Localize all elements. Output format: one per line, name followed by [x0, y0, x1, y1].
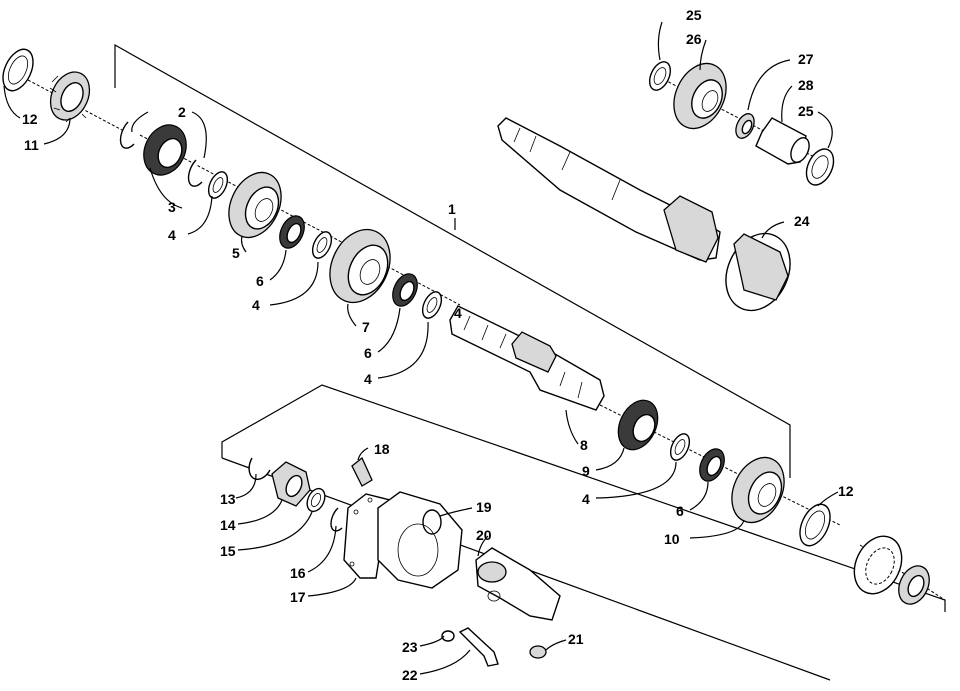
callout-25: 25: [798, 103, 814, 119]
callout-15: 15: [220, 543, 236, 559]
dowel-pin-18: [351, 456, 373, 487]
leader-lines: [3, 21, 839, 675]
thrust-washer-12b: [799, 503, 831, 547]
bolt-22: [458, 627, 499, 667]
washer-15: [306, 487, 326, 513]
snap-ring-2b: [187, 159, 203, 187]
thrust-washer-12: [2, 48, 34, 92]
callout-6: 6: [676, 503, 684, 519]
callout-22: 22: [402, 667, 418, 683]
callout-6: 6: [364, 345, 372, 361]
callout-10: 10: [664, 531, 680, 547]
countershaft-24: [497, 117, 791, 312]
callout-18: 18: [374, 441, 390, 457]
snap-ring-13: [248, 457, 271, 480]
callout-21: 21: [568, 631, 584, 647]
washer-4b: [311, 231, 333, 259]
callout-9: 9: [582, 463, 590, 479]
callout-20: 20: [476, 527, 492, 543]
callout-24: 24: [794, 213, 810, 229]
washer-4a: [207, 171, 229, 199]
bushing-27: [735, 113, 755, 139]
needle-bearing-6c: [699, 448, 725, 482]
callout-6: 6: [256, 273, 264, 289]
bolt-21: [529, 645, 547, 659]
small-gear-11: [49, 71, 91, 123]
callout-23: 23: [402, 639, 418, 655]
washer-4d: [669, 433, 691, 461]
callout-28: 28: [798, 77, 814, 93]
shift-hub-9: [617, 399, 659, 451]
snap-ring-2a: [119, 121, 135, 149]
callout-14: 14: [220, 517, 236, 533]
callout-5: 5: [232, 245, 240, 261]
callout-8: 8: [580, 437, 588, 453]
callout-12: 12: [838, 483, 854, 499]
callout-4: 4: [168, 227, 176, 243]
callout-2: 2: [178, 104, 186, 120]
gear-10: [731, 456, 785, 524]
needle-bearing-6b: [392, 273, 418, 307]
washer-23: [441, 630, 455, 642]
callout-13: 13: [220, 491, 236, 507]
snap-ring-16: [330, 507, 343, 532]
assembly-bracket-main: [114, 43, 791, 478]
callout-1: 1: [448, 201, 456, 217]
shift-lever-20: [475, 547, 561, 621]
callout-4: 4: [252, 297, 260, 313]
callout-4: 4: [582, 491, 590, 507]
washer-4c: [421, 291, 443, 319]
callout-4: 4: [364, 371, 372, 387]
callout-19: 19: [476, 499, 492, 515]
callout-26: 26: [686, 31, 702, 47]
coupler-14: [271, 461, 311, 507]
washer-25b: [805, 148, 835, 186]
main-shaft-8: [449, 305, 605, 411]
callout-17: 17: [290, 589, 306, 605]
shift-hub-3: [143, 124, 187, 176]
gear-5: [228, 171, 282, 239]
callout-11: 11: [24, 137, 39, 153]
callout-12: 12: [22, 111, 38, 127]
gear-26: [673, 62, 727, 130]
ball-bearing: [853, 535, 930, 605]
housing-19: [377, 491, 463, 589]
callout-27: 27: [798, 51, 814, 67]
needle-bearing-6a: [279, 215, 305, 249]
washer-25a: [648, 61, 672, 91]
gear-7: [329, 228, 391, 304]
callout-25: 25: [686, 7, 702, 23]
callout-16: 16: [290, 565, 306, 581]
callout-3: 3: [168, 199, 176, 215]
axis-line: [27, 79, 123, 131]
callout-4: 4: [454, 305, 462, 321]
sleeve-28: [755, 117, 810, 165]
callout-7: 7: [362, 319, 370, 335]
